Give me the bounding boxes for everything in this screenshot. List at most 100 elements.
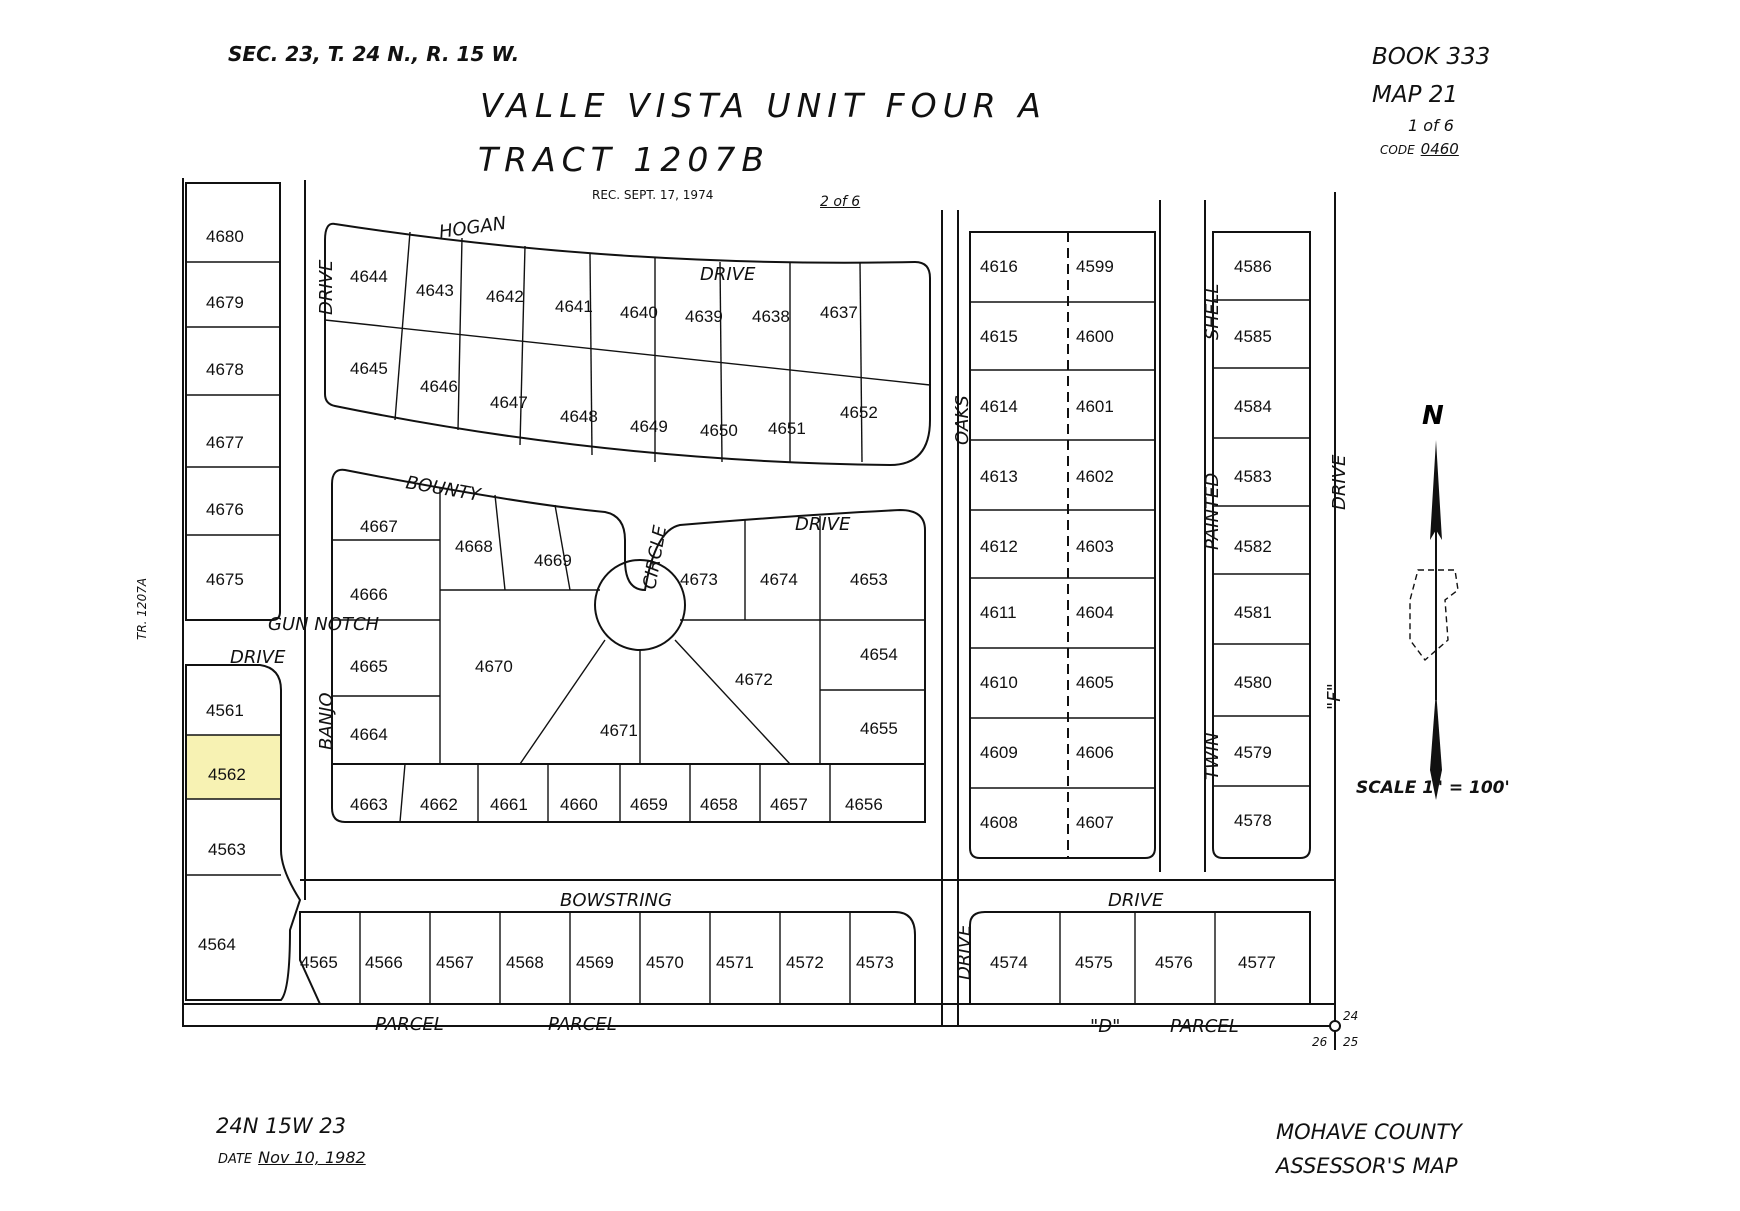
road-label: DRIVE	[230, 647, 286, 668]
lot-number[interactable]: 4605	[1076, 673, 1114, 692]
highlighted-parcel-4562[interactable]	[186, 735, 281, 799]
lot-number[interactable]: 4673	[680, 570, 718, 589]
lot-number[interactable]: 4658	[700, 795, 738, 814]
lot-number[interactable]: 4680	[206, 227, 244, 246]
lot-number[interactable]: 4608	[980, 813, 1018, 832]
lot-number[interactable]: 4655	[860, 719, 898, 738]
road-label: DRIVE	[700, 264, 756, 285]
lot-number[interactable]: 4582	[1234, 537, 1272, 556]
lot-number[interactable]: 4637	[820, 303, 858, 322]
lot-number[interactable]: 4603	[1076, 537, 1114, 556]
lot-number[interactable]: 4615	[980, 327, 1018, 346]
lot-number[interactable]: 4574	[990, 953, 1028, 972]
lot-number[interactable]: 4669	[534, 551, 572, 570]
lot-number[interactable]: 4584	[1234, 397, 1272, 416]
road-label: DRIVE	[1108, 890, 1164, 911]
lot-number[interactable]: 4577	[1238, 953, 1276, 972]
lot-number[interactable]: 4666	[350, 585, 388, 604]
lot-number[interactable]: 4612	[980, 537, 1018, 556]
sheet-number: 1 of 6	[1408, 116, 1454, 135]
lot-number[interactable]: 4580	[1234, 673, 1272, 692]
lot-number[interactable]: 4674	[760, 570, 798, 589]
lot-number[interactable]: 4568	[506, 953, 544, 972]
lot-number[interactable]: 4646	[420, 377, 458, 396]
lot-number[interactable]: 4677	[206, 433, 244, 452]
lot-number[interactable]: 4668	[455, 537, 493, 556]
lot-number[interactable]: 4652	[840, 403, 878, 422]
lot-number[interactable]: 4665	[350, 657, 388, 676]
adjacent-tract-label: TR. 1207A	[135, 578, 149, 640]
lot-number[interactable]: 4667	[360, 517, 398, 536]
lot-number[interactable]: 4648	[560, 407, 598, 426]
lot-number[interactable]: 4564	[198, 935, 236, 954]
lot-number[interactable]: 4610	[980, 673, 1018, 692]
lot-number[interactable]: 4676	[206, 500, 244, 519]
road-label: TWIN	[1202, 732, 1223, 780]
lot-number[interactable]: 4642	[486, 287, 524, 306]
lot-number[interactable]: 4579	[1234, 743, 1272, 762]
lot-number[interactable]: 4670	[475, 657, 513, 676]
lot-number[interactable]: 4613	[980, 467, 1018, 486]
lot-number[interactable]: 4604	[1076, 603, 1114, 622]
lot-number[interactable]: 4641	[555, 297, 593, 316]
lot-number[interactable]: 4645	[350, 359, 388, 378]
lot-number[interactable]: 4561	[206, 701, 244, 720]
lot-number[interactable]: 4566	[365, 953, 403, 972]
lot-number[interactable]: 4650	[700, 421, 738, 440]
lot-number[interactable]: 4656	[845, 795, 883, 814]
lot-number[interactable]: 4571	[716, 953, 754, 972]
lot-number[interactable]: 4644	[350, 267, 388, 286]
lot-number[interactable]: 4614	[980, 397, 1018, 416]
lot-number[interactable]: 4567	[436, 953, 474, 972]
lot-number[interactable]: 4583	[1234, 467, 1272, 486]
lot-number[interactable]: 4660	[560, 795, 598, 814]
lot-number[interactable]: 4654	[860, 645, 898, 664]
lot-number[interactable]: 4661	[490, 795, 528, 814]
lot-number[interactable]: 4602	[1076, 467, 1114, 486]
lot-number[interactable]: 4659	[630, 795, 668, 814]
lot-number[interactable]: 4657	[770, 795, 808, 814]
lot-number[interactable]: 4675	[206, 570, 244, 589]
lot-number[interactable]: 4640	[620, 303, 658, 322]
lot-number[interactable]: 4599	[1076, 257, 1114, 276]
lot-dividers	[186, 231, 1310, 1004]
north-arrow-head	[1430, 440, 1442, 540]
lot-number[interactable]: 4569	[576, 953, 614, 972]
lot-number[interactable]: 4653	[850, 570, 888, 589]
lot-number[interactable]: 4671	[600, 721, 638, 740]
lot-number[interactable]: 4639	[685, 307, 723, 326]
lot-number[interactable]: 4572	[786, 953, 824, 972]
lot-number[interactable]: 4570	[646, 953, 684, 972]
lot-number[interactable]: 4643	[416, 281, 454, 300]
lot-number[interactable]: 4565	[300, 953, 338, 972]
lot-number[interactable]: 4578	[1234, 811, 1272, 830]
lot-number[interactable]: 4585	[1234, 327, 1272, 346]
road-label: PAINTED	[1202, 473, 1223, 550]
lot-number[interactable]: 4581	[1234, 603, 1272, 622]
lot-number[interactable]: 4662	[420, 795, 458, 814]
lot-number[interactable]: 4651	[768, 419, 806, 438]
section-corner-icon	[1329, 1020, 1341, 1032]
road-label: PARCEL	[375, 1014, 444, 1035]
lot-number[interactable]: 4678	[206, 360, 244, 379]
lot-number[interactable]: 4606	[1076, 743, 1114, 762]
lot-number[interactable]: 4609	[980, 743, 1018, 762]
lot-number[interactable]: 4664	[350, 725, 388, 744]
lot-number[interactable]: 4575	[1075, 953, 1113, 972]
lot-number[interactable]: 4600	[1076, 327, 1114, 346]
lot-number[interactable]: 4679	[206, 293, 244, 312]
lot-number[interactable]: 4616	[980, 257, 1018, 276]
lot-number[interactable]: 4573	[856, 953, 894, 972]
lot-number[interactable]: 4576	[1155, 953, 1193, 972]
lot-number[interactable]: 4563	[208, 840, 246, 859]
lot-number[interactable]: 4611	[980, 603, 1017, 622]
lot-number[interactable]: 4663	[350, 795, 388, 814]
lot-number[interactable]: 4647	[490, 393, 528, 412]
lot-number[interactable]: 4638	[752, 307, 790, 326]
lot-number[interactable]: 4607	[1076, 813, 1114, 832]
lot-number-highlighted[interactable]: 4562	[208, 765, 246, 784]
lot-number[interactable]: 4672	[735, 670, 773, 689]
lot-number[interactable]: 4586	[1234, 257, 1272, 276]
lot-number[interactable]: 4649	[630, 417, 668, 436]
lot-number[interactable]: 4601	[1076, 397, 1114, 416]
